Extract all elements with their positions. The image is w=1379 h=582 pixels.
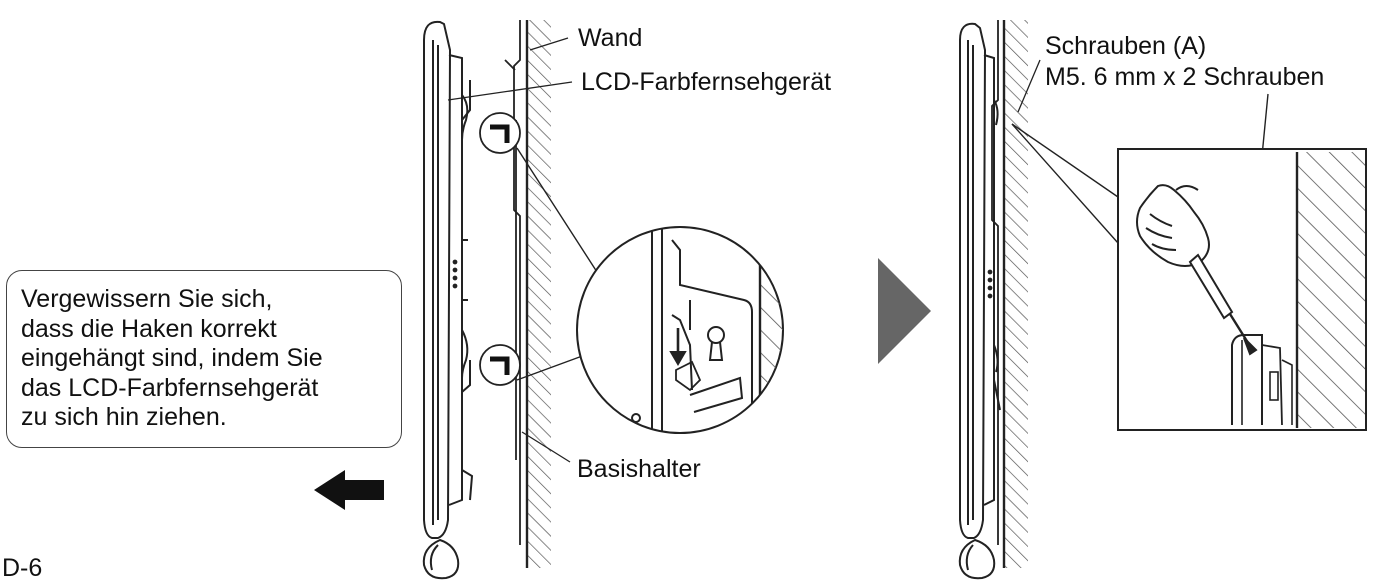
page-number: D-6 <box>2 554 43 582</box>
screws-spec-label: M5. 6 mm x 2 Schrauben <box>1045 63 1325 91</box>
pull-check-note: Vergewissern Sie sich, dass die Haken ko… <box>6 270 402 448</box>
wall-label: Wand <box>578 24 643 52</box>
triangle-right-icon <box>878 258 931 364</box>
screwdriver-hand-icon <box>1136 184 1258 356</box>
note-line: Vergewissern Sie sich, <box>21 285 273 313</box>
left-base-bracket <box>504 20 521 545</box>
note-line: zu sich hin ziehen. <box>21 403 227 431</box>
right-base-bracket <box>991 20 999 545</box>
screw-detail-inset <box>1117 148 1367 431</box>
note-line: das LCD-Farbfernsehgerät <box>21 373 319 402</box>
hook-detail-magnifier <box>516 147 784 434</box>
pull-arrow-icon <box>314 470 384 510</box>
base-bracket-label: Basishalter <box>577 455 701 483</box>
note-line: dass die Haken korrekt <box>21 314 277 343</box>
note-line: eingehängt sind, indem Sie <box>21 344 323 372</box>
right-label-leader <box>1017 59 1041 113</box>
lcd-tv-label: LCD-Farbfernsehgerät <box>581 68 832 96</box>
left-tv-side-view <box>422 20 474 580</box>
screws-title-label: Schrauben (A) <box>1045 32 1207 60</box>
hook-mark-upper <box>479 112 521 154</box>
hook-mark-lower <box>479 344 521 386</box>
left-label-leaders <box>447 37 573 463</box>
right-tv-side-view <box>958 22 1001 580</box>
right-wall <box>1002 20 1028 568</box>
left-wall <box>525 20 551 568</box>
